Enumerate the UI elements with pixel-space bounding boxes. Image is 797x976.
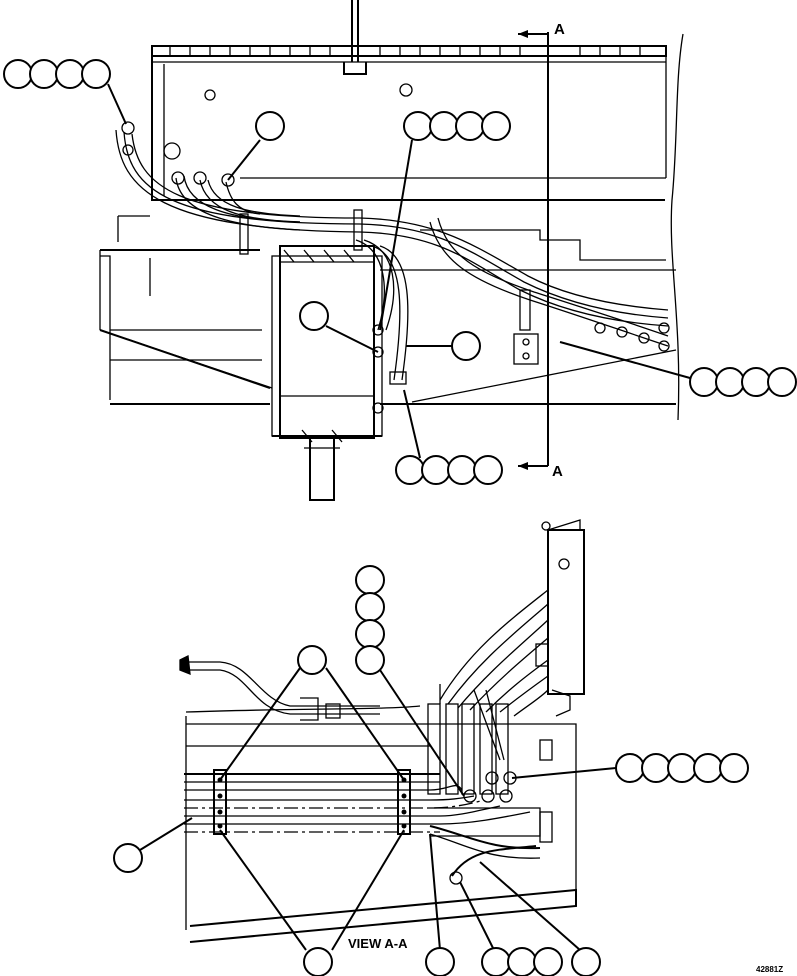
leader-lines-top [99,83,691,459]
mounting-bracket [535,519,585,843]
tube-bundle [184,784,541,877]
section-marker-top: A [554,21,565,38]
fittings [121,121,670,414]
hose-fan [439,589,549,717]
section-marker-bottom: A [552,463,563,480]
upper-hose [179,655,380,721]
grill-marks [169,46,641,56]
section-line-a: A A [518,21,565,480]
frame-rails [99,215,677,405]
upper-panel [151,0,684,421]
leader-lines-view [139,667,617,951]
valve-block [427,684,517,885]
view-a-a: VIEW A-A [113,519,749,976]
top-view: A A [3,0,797,501]
callout-balloons-top [3,59,797,485]
canister [271,245,383,501]
drawing-number: 42881Z [756,965,783,974]
callout-balloons-view [113,565,749,976]
view-caption: VIEW A-A [348,936,408,951]
